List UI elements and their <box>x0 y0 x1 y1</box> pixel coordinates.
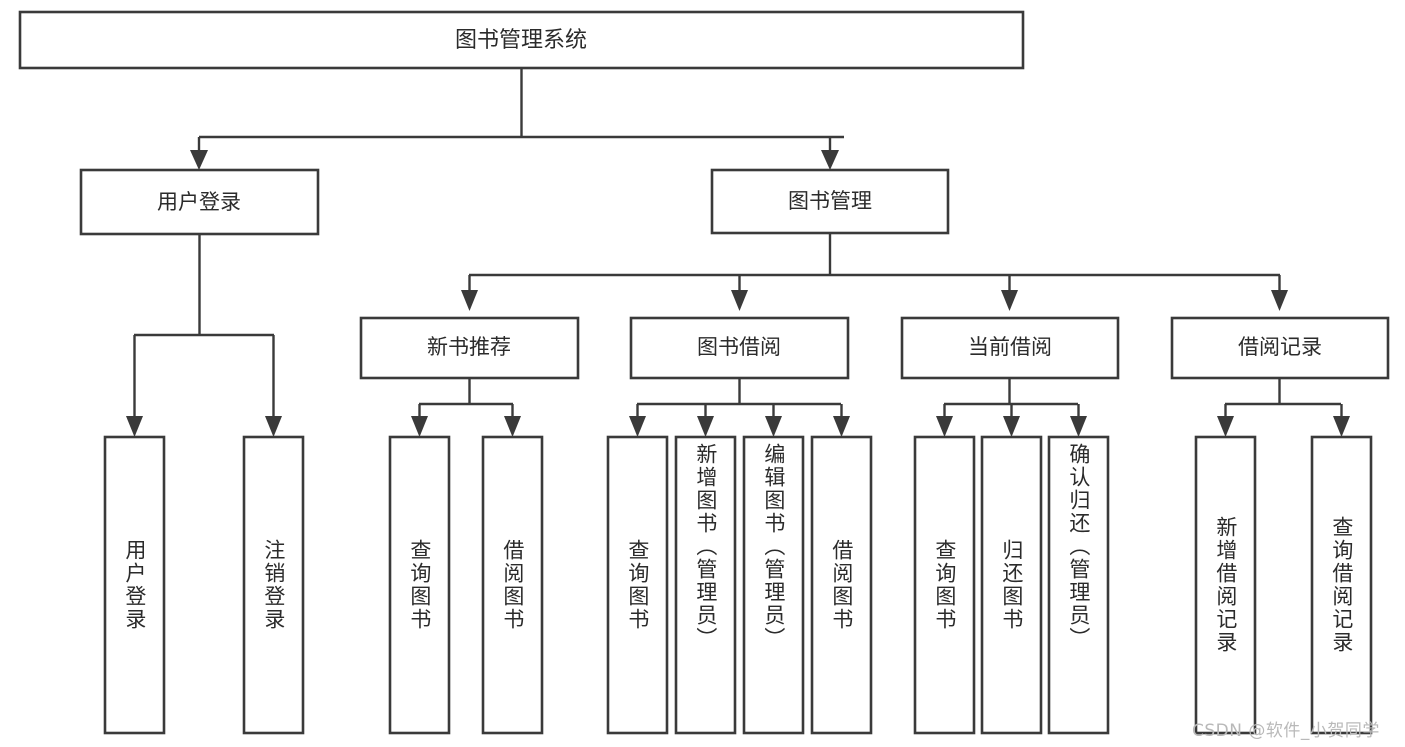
leaf-logout-box[interactable] <box>242 435 305 735</box>
node-book-manage-box[interactable] <box>710 168 950 235</box>
arrow-leaf-query-record-icon <box>1333 416 1350 437</box>
arrow-to-book-borrow-icon <box>731 290 748 311</box>
arrow-to-borrow-record-icon <box>1271 290 1288 311</box>
arrow-leaf-edit-book-icon <box>765 416 782 437</box>
leaf-query-record-box[interactable] <box>1310 435 1373 735</box>
connector-layer <box>126 68 1350 437</box>
arrow-leaf-borrow-book-1-icon <box>504 416 521 437</box>
arrow-leaf-add-record-icon <box>1217 416 1234 437</box>
arrow-to-current-borrow-icon <box>1001 290 1018 311</box>
node-new-book-rec[interactable]: 新书推荐 <box>359 316 580 380</box>
node-current-borrow-box[interactable] <box>900 316 1120 380</box>
arrow-leaf-user-login-icon <box>126 416 143 437</box>
node-user-login-label: 用户登录 <box>157 190 241 214</box>
arrow-leaf-query-book-1-icon <box>411 416 428 437</box>
node-book-manage-label: 图书管理 <box>788 189 872 213</box>
leaf-query-book-1-box[interactable] <box>388 435 451 735</box>
node-book-borrow[interactable]: 图书借阅 <box>629 316 850 380</box>
node-book-borrow-box[interactable] <box>629 316 850 380</box>
leaf-borrow-book-2-box[interactable] <box>810 435 873 735</box>
node-borrow-record-label: 借阅记录 <box>1238 335 1322 359</box>
leaf-return-book-box[interactable] <box>980 435 1043 735</box>
arrow-leaf-query-book-2-icon <box>629 416 646 437</box>
arrow-to-book-manage-icon <box>821 150 839 170</box>
csdn-watermark: CSDN @软件_小贺同学 <box>1192 721 1380 741</box>
leaf-borrow-book-1-box[interactable] <box>481 435 544 735</box>
leaf-box-layer <box>103 435 1373 735</box>
node-root[interactable]: 图书管理系统 <box>18 10 1025 70</box>
leaf-edit-book-box[interactable] <box>742 435 805 735</box>
node-root-label: 图书管理系统 <box>455 28 587 53</box>
arrow-leaf-return-book-icon <box>1003 416 1020 437</box>
leaf-query-book-2-box[interactable] <box>606 435 669 735</box>
arrow-leaf-confirm-return-icon <box>1070 416 1087 437</box>
leaf-add-book-box[interactable] <box>674 435 737 735</box>
arrow-leaf-borrow-book-2-icon <box>833 416 850 437</box>
leaf-confirm-return-box[interactable] <box>1047 435 1110 735</box>
arrow-leaf-logout-icon <box>265 416 282 437</box>
arrow-to-user-login-icon <box>190 150 208 170</box>
node-borrow-record-box[interactable] <box>1170 316 1390 380</box>
node-new-book-rec-box[interactable] <box>359 316 580 380</box>
node-current-borrow[interactable]: 当前借阅 <box>900 316 1120 380</box>
arrow-to-new-book-rec-icon <box>461 290 478 311</box>
arrow-leaf-query-book-3-icon <box>936 416 953 437</box>
node-new-book-rec-label: 新书推荐 <box>427 335 511 359</box>
leaf-query-book-3-box[interactable] <box>913 435 976 735</box>
arrow-leaf-add-book-icon <box>697 416 714 437</box>
leaf-user-login-box[interactable] <box>103 435 166 735</box>
node-current-borrow-label: 当前借阅 <box>968 335 1052 359</box>
node-book-manage[interactable]: 图书管理 <box>710 168 950 235</box>
node-user-login[interactable]: 用户登录 <box>79 168 320 236</box>
node-borrow-record[interactable]: 借阅记录 <box>1170 316 1390 380</box>
node-user-login-box[interactable] <box>79 168 320 236</box>
leaf-add-record-box[interactable] <box>1194 435 1257 735</box>
node-root-box[interactable] <box>18 10 1025 70</box>
node-book-borrow-label: 图书借阅 <box>697 335 781 359</box>
